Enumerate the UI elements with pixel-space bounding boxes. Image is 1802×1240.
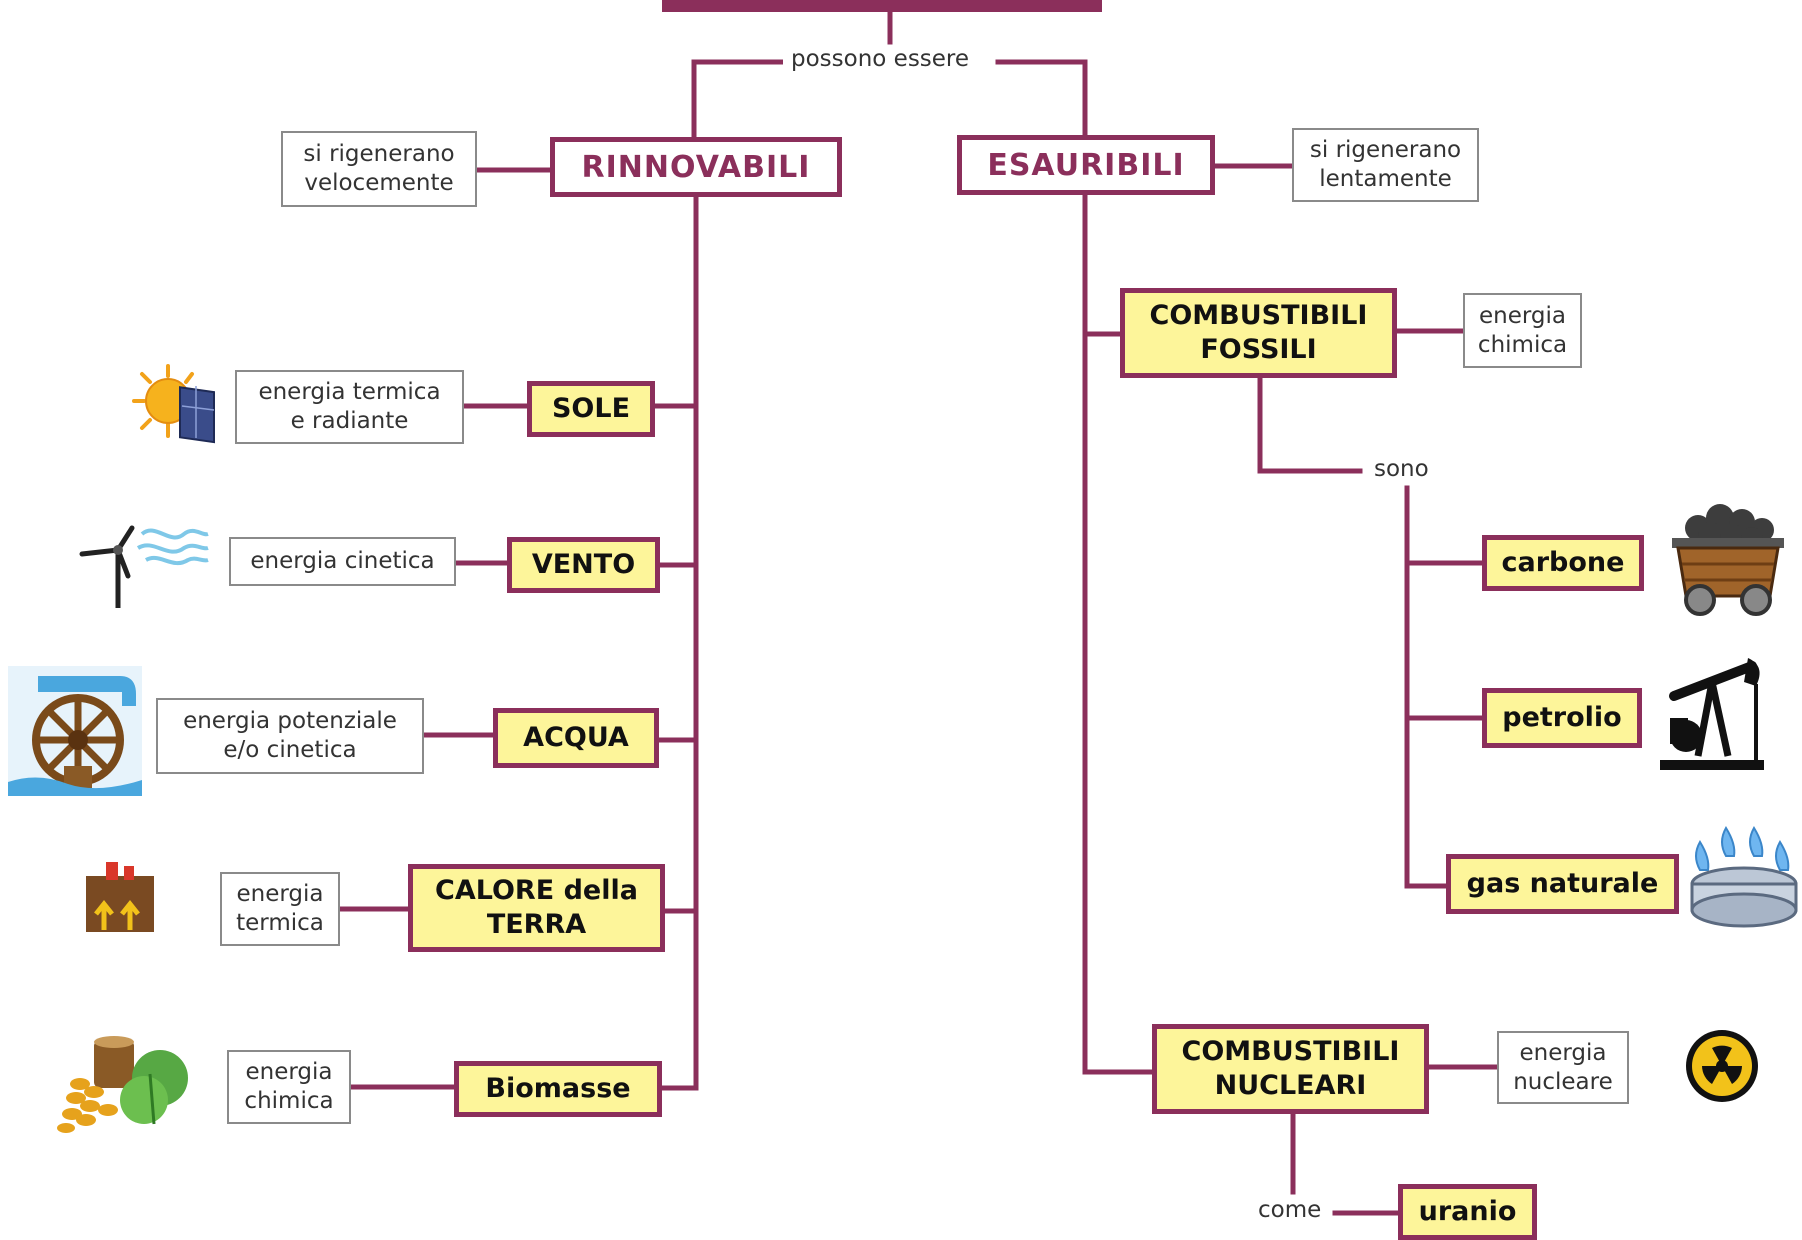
desc-esauribili: si rigenerano lentamente	[1292, 128, 1479, 202]
desc-biomasse: energia chimica	[227, 1050, 351, 1124]
node-combustibili-nucleari: COMBUSTIBILI NUCLEARI	[1152, 1024, 1429, 1114]
desc-calore: energia termica	[220, 872, 340, 946]
biomass-icon	[57, 1036, 188, 1133]
gas-burner-icon	[1690, 826, 1798, 928]
desc-vento: energia cinetica	[229, 537, 456, 586]
water-wheel-icon	[8, 666, 142, 796]
node-rinnovabili: RINNOVABILI	[550, 137, 842, 197]
radiation-icon	[1686, 1030, 1758, 1102]
coal-cart-icon	[1672, 504, 1784, 616]
node-uranio: uranio	[1398, 1184, 1537, 1240]
desc-acqua: energia potenziale e/o cinetica	[156, 698, 424, 774]
node-carbone: carbone	[1482, 535, 1644, 591]
node-sole: SOLE	[527, 381, 655, 437]
oil-pump-icon	[1660, 658, 1764, 770]
link-possono-essere: possono essere	[783, 46, 978, 72]
node-acqua: ACQUA	[493, 708, 659, 768]
node-petrolio: petrolio	[1482, 688, 1642, 748]
node-esauribili: ESAURIBILI	[957, 135, 1215, 195]
desc-sole: energia termica e radiante	[235, 370, 464, 444]
geothermal-icon	[86, 862, 154, 932]
solar-panel-icon	[132, 364, 215, 444]
node-vento: VENTO	[507, 537, 660, 593]
desc-nucleari: energia nucleare	[1497, 1031, 1629, 1104]
node-combustibili-fossili: COMBUSTIBILI FOSSILI	[1120, 288, 1397, 378]
node-gas-naturale: gas naturale	[1446, 854, 1679, 914]
node-biomasse: Biomasse	[454, 1061, 662, 1117]
node-calore-della-terra: CALORE della TERRA	[408, 864, 665, 952]
link-sono: sono	[1366, 456, 1437, 482]
desc-fossili: energia chimica	[1463, 293, 1582, 368]
link-come: come	[1250, 1197, 1330, 1223]
root-node-edge	[662, 0, 1102, 12]
desc-rinnovabili: si rigenerano velocemente	[281, 131, 477, 207]
wind-turbine-icon	[79, 525, 209, 608]
